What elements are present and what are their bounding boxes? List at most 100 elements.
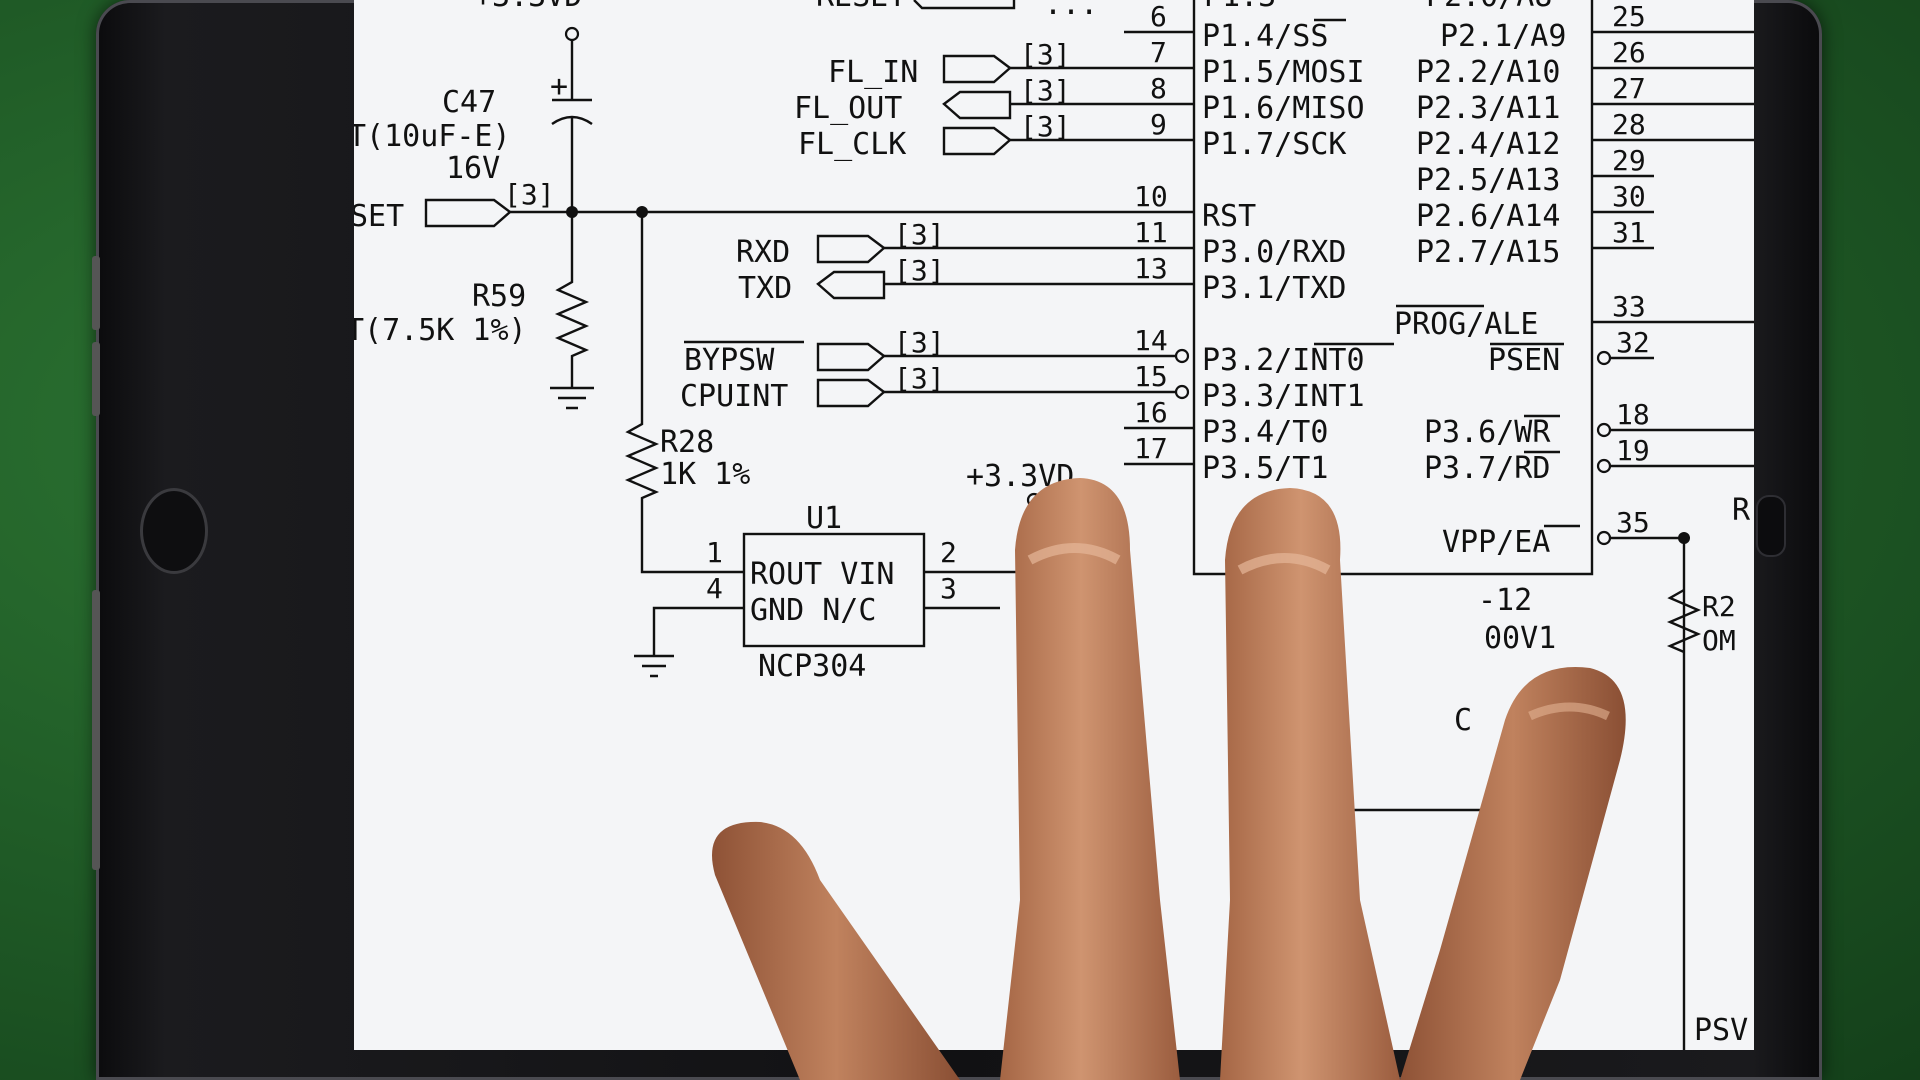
reset-flag-top [913,0,1016,10]
reset-sheet-ref: [3] [504,178,555,211]
right-pin-stubs [1592,30,1754,324]
net-bypsw: BYPSW [684,343,775,378]
mcu-pin-left: P1.6/MISO [1202,91,1365,126]
u1-supply-label: +3.3VD [966,459,1074,494]
pin-15: 15 [1134,360,1168,393]
fl-in-ref: [3] [1020,38,1071,71]
home-button[interactable] [140,488,208,574]
pin-27: 27 [1612,72,1646,105]
r59-resistor [554,212,590,388]
reset-label-top: RESET [816,0,906,14]
net-cpuint: CPUINT [680,379,788,414]
u1-line1: ROUT VIN [750,557,895,592]
r59-ref: R59 [472,279,526,314]
pin-16: 16 [1134,396,1168,429]
mcu-pin-left: RST [1202,199,1256,234]
cpuint-ref: [3] [894,362,945,395]
right-fragment: R2 [1702,590,1736,623]
pin-14: 14 [1134,324,1168,357]
mcu-pin-right: P2.3/A11 [1416,91,1561,126]
pin-32: 32 [1616,326,1650,359]
c47-voltage: 16V [446,151,500,186]
pin-7: 7 [1150,36,1167,69]
rxd-ref: [3] [894,218,945,251]
mcu-pin-left: P3.5/T1 [1202,451,1328,486]
camera [1756,495,1786,557]
fl-out-flag [942,90,1012,120]
supply-label-top: +3.3VD [474,0,582,14]
psen-bubble [1596,350,1612,366]
mcu-pin-left: P1.4/SS [1202,19,1328,54]
pin-29: 29 [1612,144,1646,177]
fl-out-ref: [3] [1020,74,1071,107]
bottom-fragment: 22 [1520,884,1554,917]
net-txd: TXD [738,271,792,306]
net-rxd: RXD [736,235,790,270]
mcu-part-fragment: 00V1 [1484,621,1556,656]
u1-part: NCP304 [758,649,866,684]
ground-symbol [550,386,594,410]
right-fragment: R [1732,493,1751,528]
cap-polarity: + [550,69,568,104]
mcu-pin-right: VPP/EA [1442,525,1550,560]
mcu-pin-left: P1.5/MOSI [1202,55,1365,90]
mcu-pin-right: P2.2/A10 [1416,55,1561,90]
mcu-part-fragment: C [1454,703,1472,738]
pin-9: 9 [1150,108,1167,141]
int0-bubble [1174,348,1190,364]
bottom-fragment: B [1474,849,1492,884]
rd-bubble [1596,458,1612,474]
right-fragment: OM [1702,624,1736,657]
pin-19: 19 [1616,434,1650,467]
tablet-screen[interactable]: +3.3VD RESET ... + C47 T(10uF-E) 16V SET… [354,0,1754,1050]
int1-bubble [1174,384,1190,400]
pin-26: 26 [1612,36,1646,69]
bottom-box [1134,808,1574,916]
mcu-pin-left: P3.4/T0 [1202,415,1328,450]
ea-bubble [1596,530,1612,546]
ellipsis-label: ... [1044,0,1098,22]
cap-bottom-plate [551,115,593,210]
junction-dot [1567,911,1577,921]
r28-resistor [624,212,744,574]
mcu-pin-p20: P2.0/A8 [1426,0,1552,14]
pin-30: 30 [1612,180,1646,213]
bottom-fragment: PSV [1694,1013,1748,1048]
rxd-flag [816,234,886,264]
u1-line2: GND N/C [750,593,876,628]
mcu-pin-left: P1.7/SCK [1202,127,1347,162]
mcu-pin-left: P3.2/INT0 [1202,343,1365,378]
mcu-pin-right: P3.7/RD [1424,451,1550,486]
pin-6: 6 [1150,0,1167,33]
fl-clk-flag [942,126,1012,156]
mcu-part-fragment: 0. [1290,703,1326,738]
mcu-pin-p13: P1.3 [1204,0,1276,14]
c47-ref: C47 [442,85,496,120]
bypsw-flag [816,342,886,372]
u1-pin1: 1 [706,536,723,569]
pin-33: 33 [1612,290,1646,323]
net-fl-clk: FL_CLK [798,127,906,162]
pin-28: 28 [1612,108,1646,141]
mcu-pin-right: P2.1/A9 [1440,19,1566,54]
schematic-diagram: +3.3VD RESET ... + C47 T(10uF-E) 16V SET… [354,0,1754,1050]
u1-ground [634,606,744,678]
mcu-pin-right: P2.7/A15 [1416,235,1561,270]
mcu-pin-right: P2.6/A14 [1416,199,1561,234]
reset-flag [424,198,512,228]
pin-18: 18 [1616,398,1650,431]
volume-edge [92,590,100,870]
txd-ref: [3] [894,254,945,287]
mcu-pin-right: PSEN [1488,343,1560,378]
u1-pin3: 3 [940,572,957,605]
fl-clk-ref: [3] [1020,110,1071,143]
mcu-pin-left: P3.1/TXD [1202,271,1347,306]
u1-ref: U1 [806,501,842,536]
volume-edge [92,342,100,416]
u1-pin2: 2 [940,536,957,569]
bottom-terminal [1128,834,1144,850]
cpuint-flag [816,378,886,408]
bottom-fragment: +3. [1072,803,1126,838]
pin-10: 10 [1134,180,1168,213]
r28-ref: R28 [660,425,714,460]
